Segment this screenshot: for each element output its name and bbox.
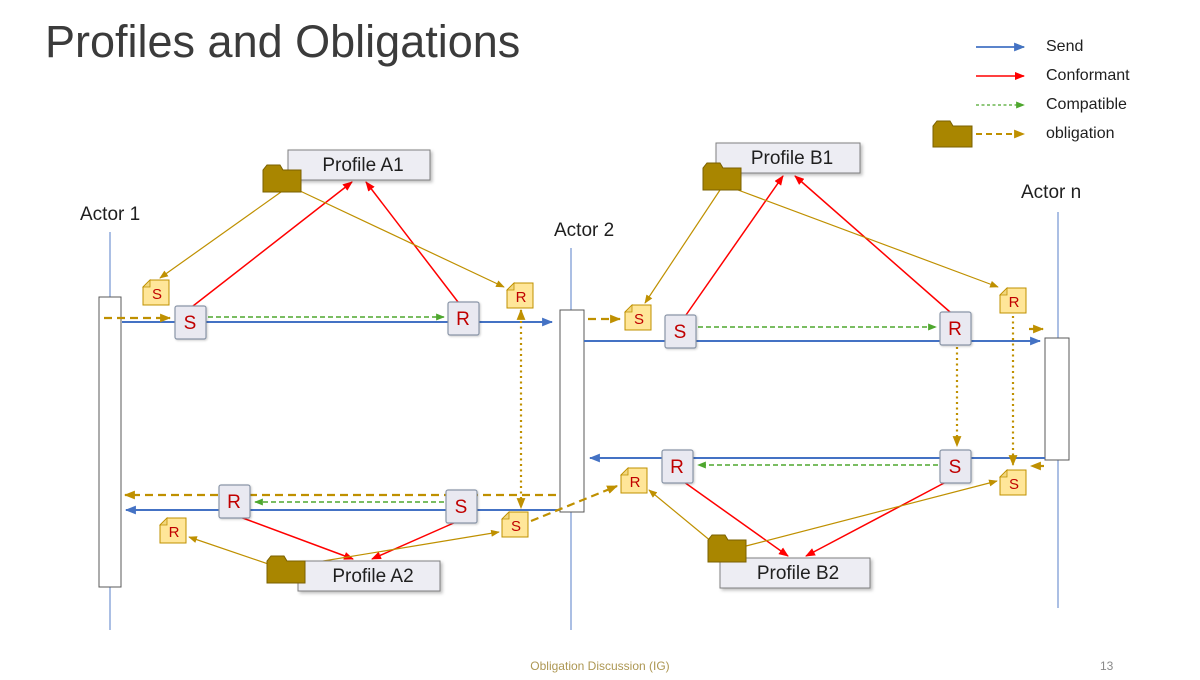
profile-b2-label: Profile B2 bbox=[757, 563, 839, 584]
send-box-actor2-bottom bbox=[445, 489, 478, 524]
obligation-note-letter: R bbox=[630, 474, 641, 491]
legend-label-obligation: obligation bbox=[1046, 124, 1115, 142]
legend-label-compatible: Compatible bbox=[1046, 95, 1127, 113]
send-box-letter: S bbox=[949, 457, 962, 478]
obligation-link-a2-to-receive-note bbox=[188, 536, 281, 569]
actor2-activation bbox=[559, 309, 585, 513]
note-fold-icon bbox=[620, 467, 629, 476]
note-fold-icon bbox=[999, 469, 1008, 478]
note-fold-icon bbox=[999, 287, 1008, 296]
conformant-arrow-s1-to-profile-a1 bbox=[192, 181, 353, 307]
obligation-link-a1-to-send-note bbox=[159, 191, 282, 279]
obligation-link-b1-to-send-note bbox=[644, 189, 721, 304]
profile-a1-box bbox=[287, 149, 431, 181]
obligation-flow-send-to-receive-note bbox=[530, 484, 619, 523]
obligation-link-b2-to-send-note bbox=[745, 479, 998, 547]
legend-label-send: Send bbox=[1046, 37, 1084, 55]
note-fold-icon bbox=[142, 279, 151, 288]
note-fold-icon bbox=[624, 304, 633, 313]
slide-footer: Obligation Discussion (IG) bbox=[530, 659, 670, 673]
obligation-note-letter: R bbox=[169, 524, 180, 541]
note-fold-icon bbox=[159, 517, 168, 526]
obligation-link-a1-to-receive-note bbox=[297, 189, 505, 288]
page-number: 13 bbox=[1100, 659, 1114, 673]
obligation-note-letter: R bbox=[516, 289, 527, 306]
conformant-arrow-s4-to-profile-a2 bbox=[371, 521, 457, 560]
obligation-note-letter: S bbox=[511, 518, 521, 535]
actor2-label: Actor 2 bbox=[554, 220, 614, 241]
profile-b1-label: Profile B1 bbox=[751, 148, 833, 169]
receive-box-actor2-bottom bbox=[661, 449, 694, 484]
receive-box-actor2-top bbox=[447, 301, 480, 336]
conformant-arrow-r3-to-profile-b2 bbox=[683, 481, 789, 557]
obligation-link-b1-to-receive-note bbox=[737, 189, 999, 288]
profile-b2-box bbox=[719, 557, 871, 589]
profile-a1-label: Profile A1 bbox=[322, 155, 403, 176]
profile-b1-folder-icon bbox=[702, 162, 742, 191]
send-box-letter: S bbox=[455, 497, 468, 518]
legend-slot bbox=[908, 120, 974, 148]
conformant-arrow-s3-to-profile-b2 bbox=[805, 481, 947, 557]
obligation-link-b2-to-receive-note bbox=[648, 489, 713, 543]
profile-a1-folder-icon bbox=[262, 164, 302, 193]
actorn-activation bbox=[1044, 337, 1070, 461]
send-box-letter: S bbox=[674, 322, 687, 343]
send-box-letter: S bbox=[184, 313, 197, 334]
page-title: Profiles and Obligations bbox=[45, 16, 521, 67]
receive-box-letter: R bbox=[670, 457, 684, 478]
profile-a2-label: Profile A2 bbox=[332, 566, 413, 587]
legend-label-conformant: Conformant bbox=[1046, 66, 1130, 84]
obligation-note-letter: S bbox=[1009, 476, 1019, 493]
conformant-arrow-r1-to-profile-a1 bbox=[365, 181, 459, 303]
send-arrow-sample-icon bbox=[976, 42, 1026, 51]
receive-box-letter: R bbox=[227, 492, 241, 513]
conformant-arrow-sample-icon bbox=[976, 71, 1025, 80]
receive-box-actorn-top bbox=[939, 311, 972, 346]
send-box-actor2-top bbox=[664, 314, 697, 349]
actor1-activation bbox=[98, 296, 122, 588]
profile-b2-folder-icon bbox=[707, 534, 747, 563]
actor1-label: Actor 1 bbox=[80, 204, 140, 225]
send-box-actor1-top bbox=[174, 305, 207, 340]
legend-item-obligation: obligation bbox=[908, 119, 1130, 148]
obligation-arrow-sample-icon bbox=[976, 129, 1026, 138]
obligation-note-letter: S bbox=[152, 286, 162, 303]
receive-box-actor1-bottom bbox=[218, 484, 251, 519]
conformant-arrow-r4-to-profile-a2 bbox=[239, 516, 354, 560]
obligation-note-letter: R bbox=[1009, 294, 1020, 311]
conformant-arrow-s2-to-profile-b1 bbox=[685, 175, 784, 316]
receive-box-letter: R bbox=[948, 319, 962, 340]
legend-item-conformant: Conformant bbox=[908, 61, 1130, 90]
send-box-actorn-bottom bbox=[939, 449, 972, 484]
compatible-arrow-sample-icon bbox=[976, 101, 1025, 108]
profile-a2-folder-icon bbox=[266, 555, 306, 584]
note-fold-icon bbox=[506, 282, 515, 291]
actorn-label: Actor n bbox=[1021, 182, 1081, 203]
receive-box-letter: R bbox=[456, 309, 470, 330]
note-fold-icon bbox=[501, 511, 510, 520]
conformant-arrow-r2-to-profile-b1 bbox=[794, 175, 951, 313]
folder-icon bbox=[932, 120, 973, 147]
obligation-link-a2-to-send-note bbox=[304, 529, 500, 565]
profile-a2-box bbox=[297, 560, 441, 592]
legend-item-compatible: Compatible bbox=[908, 90, 1130, 119]
obligation-note-letter: S bbox=[634, 311, 644, 328]
legend-item-send: Send bbox=[908, 32, 1130, 61]
legend: Send Conformant Compatible obligation bbox=[908, 32, 1130, 148]
